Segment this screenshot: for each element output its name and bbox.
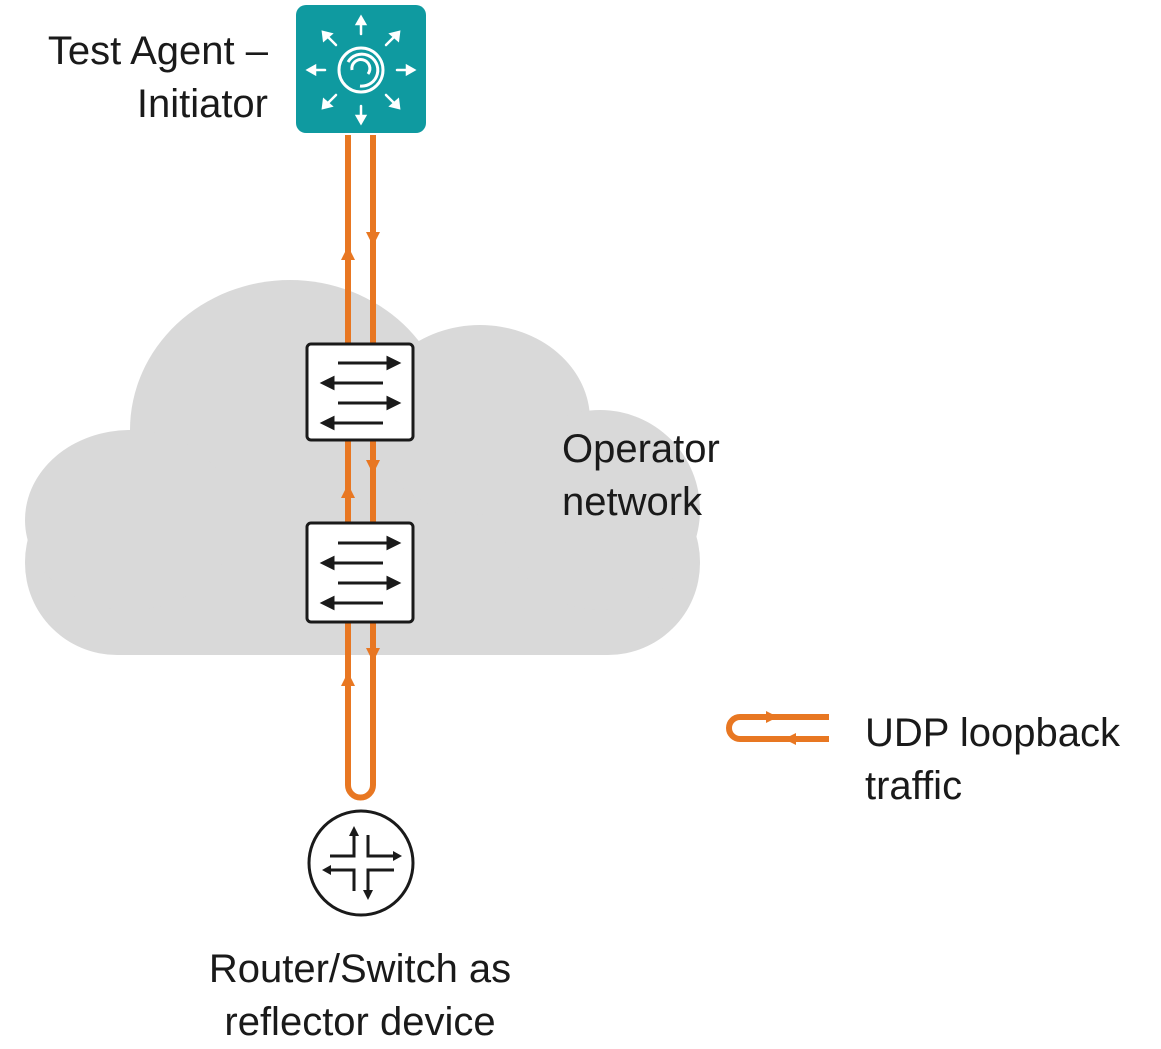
operator-network-label-line2: network (562, 480, 703, 524)
switch-icon (305, 521, 415, 624)
test-agent-icon (296, 5, 426, 133)
test-agent-label: Test Agent – Initiator (10, 25, 268, 131)
router-icon (307, 809, 415, 917)
legend-label: UDP loopback traffic (865, 707, 1120, 813)
test-agent-label-line2: Initiator (136, 82, 268, 126)
reflector-device-label-line2: reflector device (224, 1000, 496, 1044)
legend-label-line2: traffic (865, 764, 963, 808)
legend-label-line1: UDP loopback (865, 711, 1120, 755)
reflector-device-label: Router/Switch as reflector device (130, 943, 590, 1049)
traffic-direction-arrows (341, 232, 380, 686)
test-agent-label-line1: Test Agent – (47, 29, 268, 73)
legend-loopback-icon (726, 711, 829, 745)
operator-network-label: Operator network (562, 423, 720, 529)
reflector-device-label-line1: Router/Switch as (208, 947, 512, 991)
switch-icon (305, 342, 415, 442)
operator-network-label-line1: Operator (562, 427, 720, 471)
